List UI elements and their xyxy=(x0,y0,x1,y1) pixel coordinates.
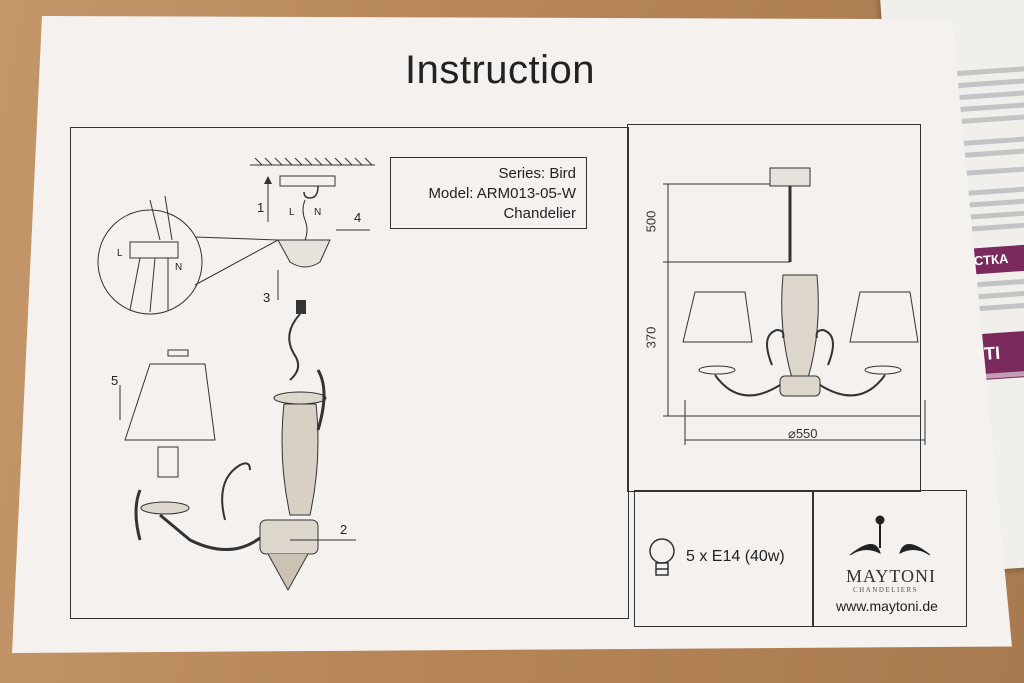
step-3-label: 3 xyxy=(263,290,271,305)
dimension-height-body: 370 xyxy=(643,326,659,349)
ceiling-hook xyxy=(303,185,319,199)
bulb-spec-text: 5 x E14 (40w) xyxy=(686,548,785,565)
chandelier-dimension-drawing xyxy=(663,167,926,445)
bulb-icon xyxy=(649,538,675,576)
instruction-sheet xyxy=(12,16,1012,653)
canopy xyxy=(277,239,331,268)
step-5-label: 5 xyxy=(111,373,119,388)
page-title: Instruction xyxy=(404,48,596,92)
maytoni-logo-ornament xyxy=(849,515,931,556)
step-4-label: 4 xyxy=(354,210,362,225)
wire-neutral-label: N xyxy=(175,262,183,273)
series-label: Series: Bird xyxy=(498,165,576,182)
central-column xyxy=(281,403,319,516)
wiring-detail-callout xyxy=(97,209,203,315)
assembly-panel xyxy=(70,127,629,619)
bird-figure xyxy=(134,489,142,541)
dimension-height-top: 500 xyxy=(643,210,659,233)
body-cup xyxy=(259,519,319,555)
dimensions-panel xyxy=(627,124,921,492)
bulb-spec-panel xyxy=(634,490,814,627)
dimension-diameter: ⌀550 xyxy=(788,426,818,441)
wire-live-label: L xyxy=(289,207,295,218)
wire-live-label: L xyxy=(117,248,123,259)
wire-neutral-label: N xyxy=(314,207,322,218)
brand-panel xyxy=(812,490,967,627)
type-label: Chandelier xyxy=(503,205,576,222)
mounting-bracket xyxy=(279,175,336,187)
brand-tagline: CHANDELIERS xyxy=(853,586,919,594)
model-info-box: Series: Bird Model: ARM013-05-W Chandeli… xyxy=(390,157,587,229)
brand-website: www.maytoni.de xyxy=(836,598,938,614)
step-1-label: 1 xyxy=(257,200,265,215)
bird-figure xyxy=(316,369,326,431)
lamp-shade xyxy=(124,363,216,441)
model-label: Model: ARM013-05-W xyxy=(428,185,576,202)
step-2-label: 2 xyxy=(340,522,348,537)
ceiling-hatch xyxy=(250,157,375,166)
brand-name: MAYTONI xyxy=(846,566,937,586)
